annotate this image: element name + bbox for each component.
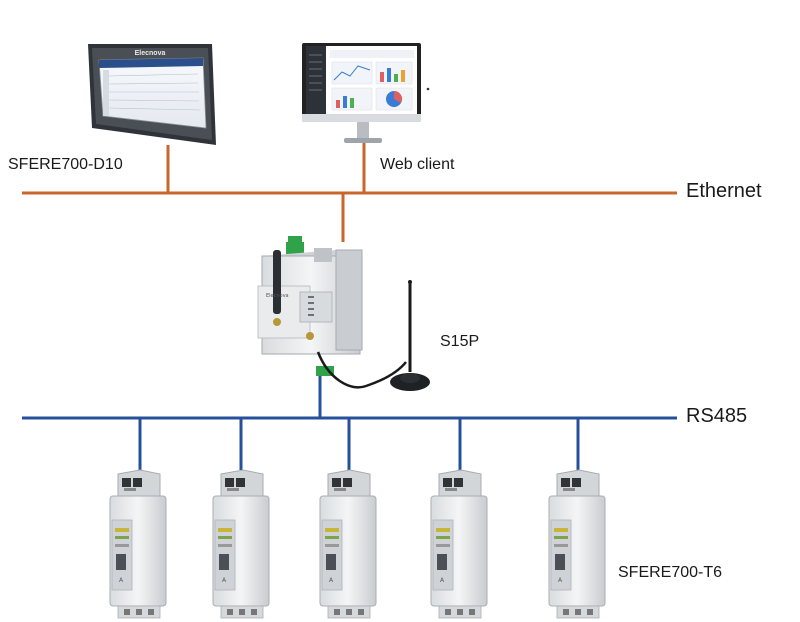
ethernet-bus	[22, 140, 677, 242]
s15p-gateway-device: Elecnova	[257, 236, 407, 389]
label-web-client: Web client	[380, 156, 455, 173]
meter-device-2	[212, 469, 270, 619]
antenna	[390, 280, 430, 391]
label-rs485: RS485	[686, 405, 748, 427]
label-hmi: SFERE700-D10	[8, 156, 123, 173]
label-gateway: S15P	[440, 333, 480, 350]
label-ethernet: Ethernet	[686, 180, 762, 202]
meter-device-4	[430, 469, 488, 619]
rs485-bus	[22, 372, 677, 470]
meter-device-5	[548, 469, 606, 619]
label-meters: SFERE700-T6	[618, 564, 723, 581]
hmi-panel-device: Elecnova	[88, 44, 216, 145]
svg-text:Elecnova: Elecnova	[266, 293, 289, 299]
hmi-brand-logo: Elecnova	[135, 50, 166, 57]
web-client-monitor	[302, 43, 430, 143]
meter-device-1	[109, 469, 167, 619]
meter-device-3	[319, 469, 377, 619]
